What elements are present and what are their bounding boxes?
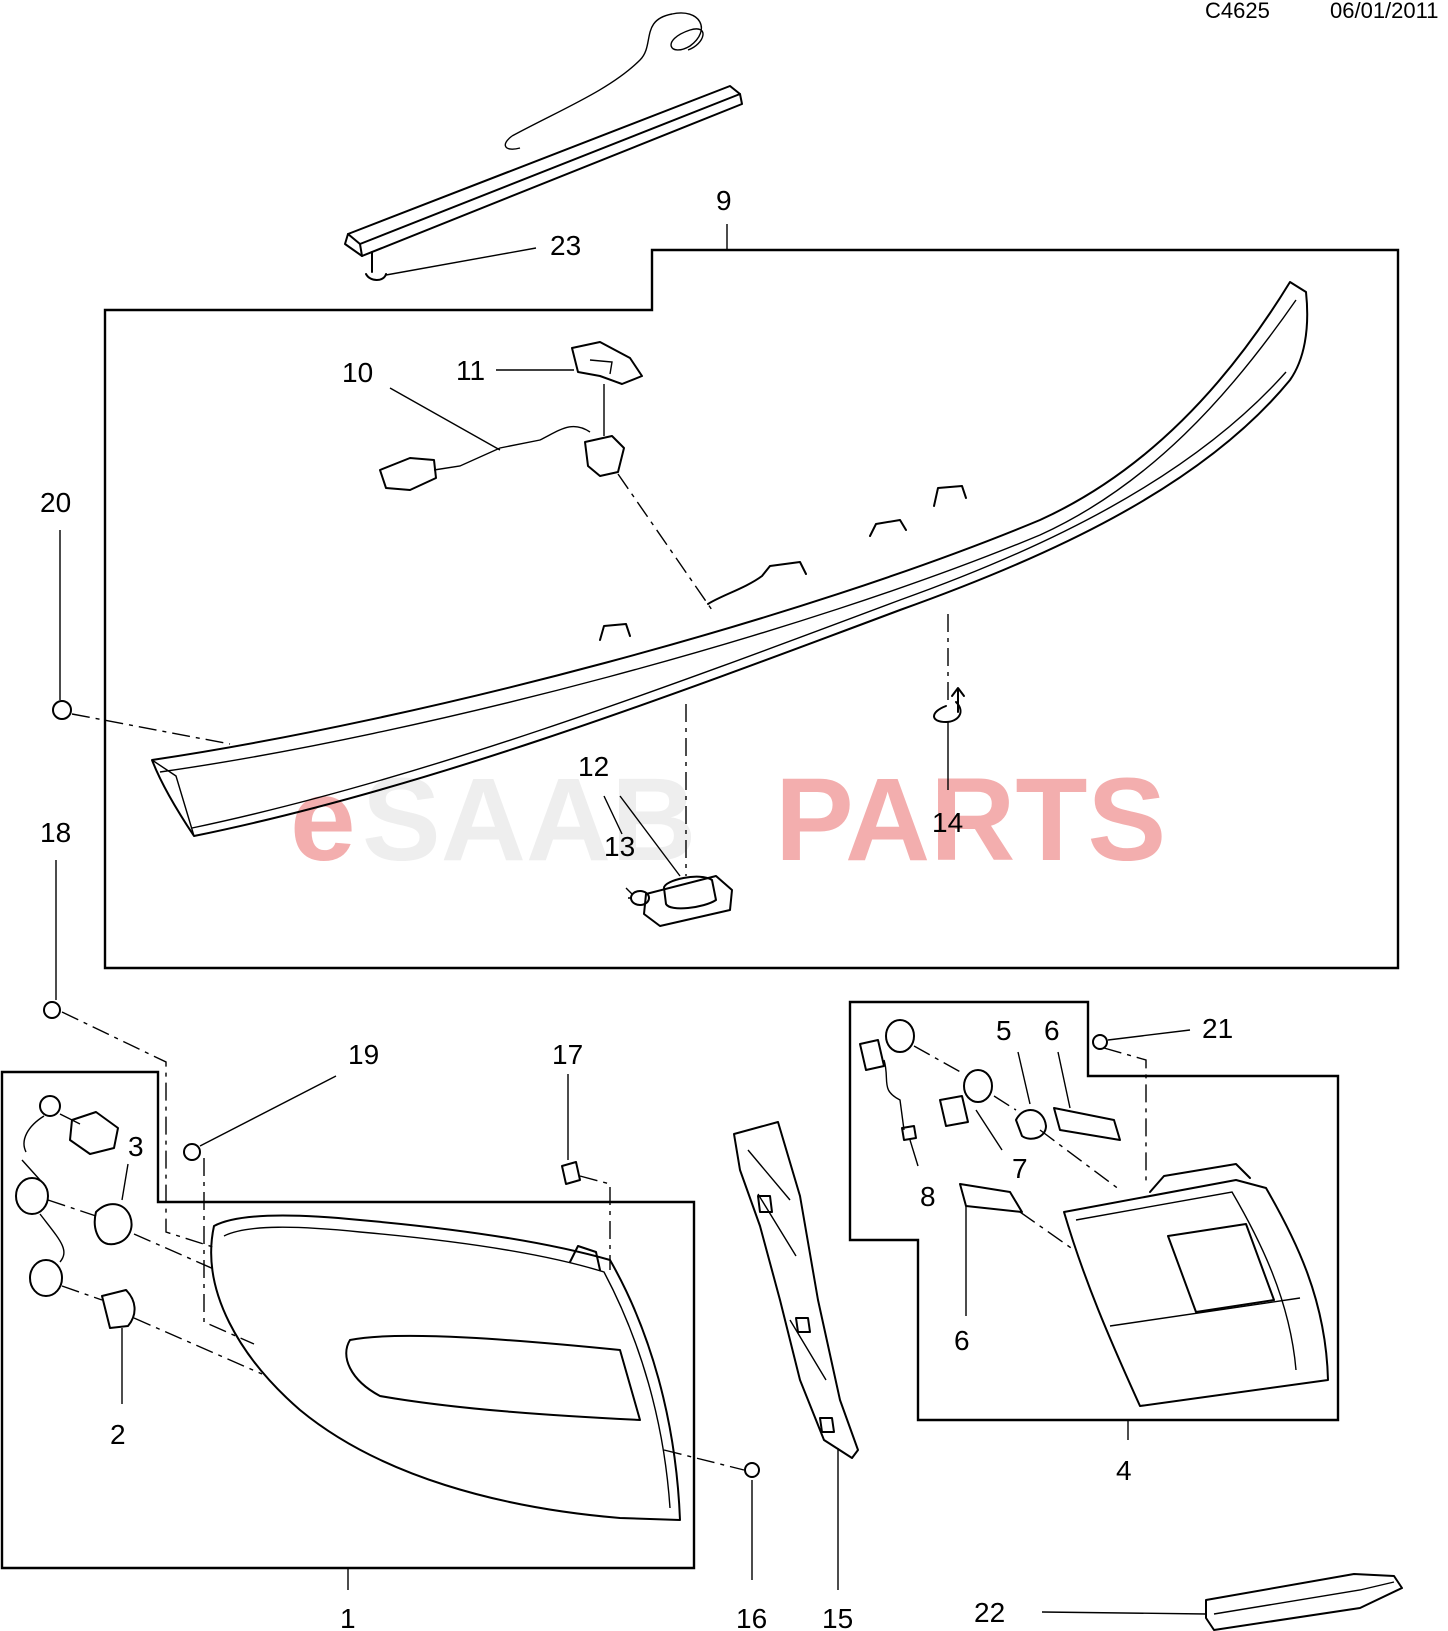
callout-19: 19 <box>348 1039 379 1070</box>
callout-3: 3 <box>128 1131 144 1162</box>
clip-14 <box>933 687 965 723</box>
nut-20 <box>52 700 72 720</box>
watermark-parts: PARTS <box>775 754 1166 886</box>
callout-7: 7 <box>1012 1153 1028 1184</box>
high-mount-brake-light <box>344 12 743 281</box>
callout-18: 18 <box>40 817 71 848</box>
callout-23: 23 <box>550 230 581 261</box>
callout-1: 1 <box>340 1603 356 1631</box>
watermark-prefix: e <box>290 754 356 886</box>
callout-13: 13 <box>604 831 635 862</box>
callout-6-lower: 6 <box>954 1325 970 1356</box>
callout-20: 20 <box>40 487 71 518</box>
callout-6-upper: 6 <box>1044 1015 1060 1046</box>
seal-15 <box>733 1121 859 1459</box>
rear-trim-panel <box>151 281 1309 837</box>
callout-15: 15 <box>822 1603 853 1631</box>
callout-14: 14 <box>932 807 963 838</box>
callout-11: 11 <box>456 355 485 386</box>
nut-21 <box>1092 1034 1108 1050</box>
callout-9: 9 <box>716 185 732 216</box>
clip-11 <box>571 341 643 385</box>
callout-8: 8 <box>920 1181 936 1212</box>
callout-21: 21 <box>1202 1013 1233 1044</box>
callout-12: 12 <box>578 751 609 782</box>
inner-tail-lamp <box>1063 1163 1329 1407</box>
callout-2: 2 <box>110 1419 126 1450</box>
licence-lamp-12 <box>625 875 733 927</box>
wiring-harness-10 <box>379 425 625 491</box>
nut-19 <box>183 1143 201 1161</box>
callout-16: 16 <box>736 1603 767 1631</box>
assembly-frame-4 <box>848 1000 1340 1422</box>
side-marker-22 <box>1205 1573 1403 1631</box>
assembly-frame-9 <box>103 248 1400 970</box>
callout-4: 4 <box>1116 1455 1132 1486</box>
screw-16 <box>744 1462 760 1478</box>
watermark-saab: SAAB <box>362 754 696 886</box>
outer-tail-lamp <box>210 1214 681 1521</box>
diagram-date: 06/01/2011 <box>1330 0 1438 23</box>
esaabparts-watermark: e SAAB PARTS <box>290 754 1166 886</box>
callout-10: 10 <box>342 357 373 388</box>
inner-lamp-harness <box>859 1019 1121 1213</box>
tail-lamp-harness <box>15 1095 136 1329</box>
callout-5: 5 <box>996 1015 1012 1046</box>
nut-18 <box>43 1001 61 1019</box>
assembly-frame-1 <box>0 1070 696 1570</box>
callout-17: 17 <box>552 1039 583 1070</box>
callout-22: 22 <box>974 1597 1005 1628</box>
diagram-code: C4625 <box>1205 0 1270 23</box>
clip-17 <box>561 1161 581 1185</box>
